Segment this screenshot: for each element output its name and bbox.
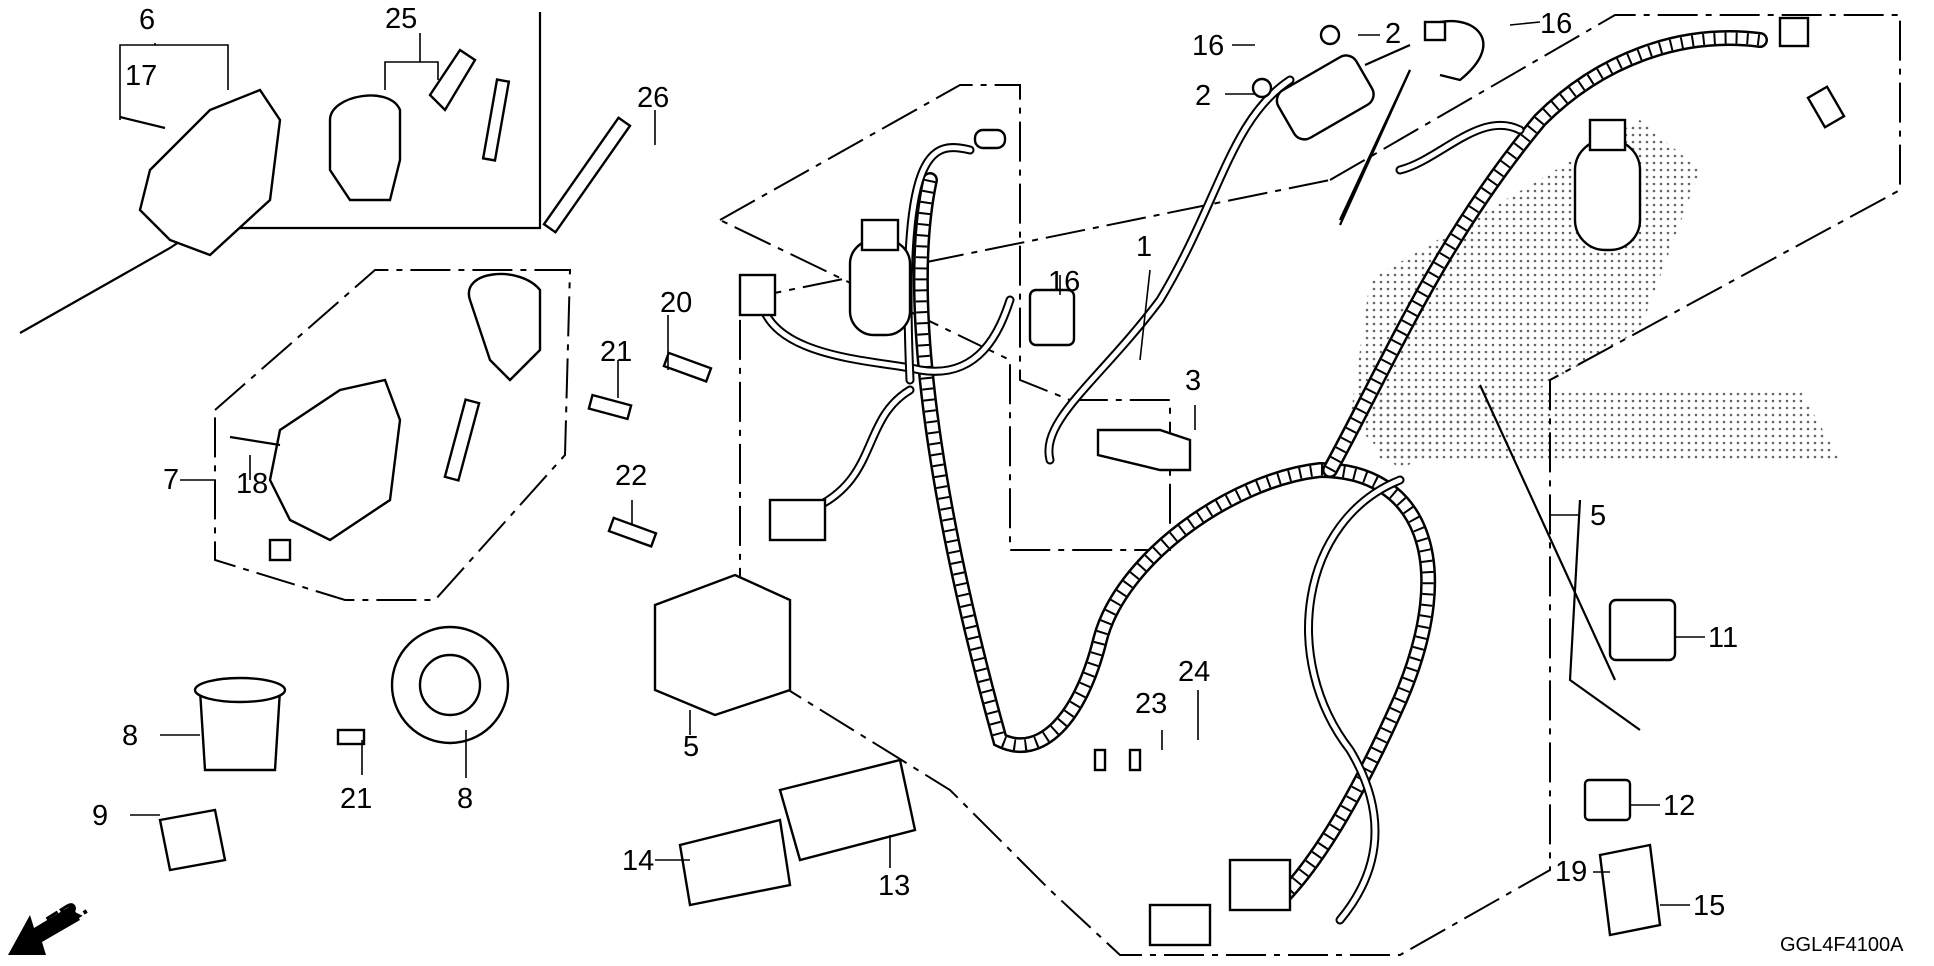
callout-5[interactable]: 5: [1590, 500, 1607, 532]
callout-2-lower[interactable]: 2: [1195, 80, 1212, 112]
callout-25[interactable]: 25: [385, 3, 418, 35]
sub-harness-drawing: [738, 128, 1015, 542]
callout-9[interactable]: 8: [457, 783, 474, 815]
callout-16[interactable]: 15: [1693, 890, 1726, 922]
callout-20[interactable]: 19: [1555, 856, 1588, 888]
callout-11[interactable]: 9: [92, 800, 109, 832]
callout-12[interactable]: 11: [1708, 622, 1739, 654]
ignition-coil-drawing: [1028, 19, 1485, 472]
callout-1[interactable]: 1: [1136, 231, 1153, 263]
callout-26[interactable]: 26: [637, 82, 670, 114]
callout-8[interactable]: 7: [163, 464, 180, 496]
section-border-center: [717, 84, 1171, 551]
callout-17[interactable]: 16: [1192, 30, 1225, 62]
ignition-switch-drawings: [119, 48, 632, 542]
wire-harness-drawing: [912, 16, 1846, 925]
section-border-8: [214, 269, 572, 601]
front-direction-arrow: [8, 905, 80, 955]
callout-23[interactable]: 23: [1135, 688, 1168, 720]
callout-18[interactable]: 16: [1540, 8, 1573, 40]
callout-21-lower[interactable]: 21: [340, 783, 373, 815]
callout-15[interactable]: 14: [622, 845, 655, 877]
callout-10[interactable]: 8: [122, 720, 139, 752]
section-border-harness: [739, 14, 1901, 956]
callout-21-upper[interactable]: 20: [660, 287, 693, 319]
callout-19-upper[interactable]: 17: [125, 60, 158, 92]
callout-19-lower[interactable]: 18: [236, 468, 269, 500]
leader-lines: [119, 21, 1705, 906]
diagram-code: GGL4F4100A: [1780, 934, 1904, 956]
callout-2-upper[interactable]: 2: [1385, 18, 1402, 50]
callout-22-lower[interactable]: 22: [615, 460, 648, 492]
callout-24[interactable]: 24: [1178, 656, 1211, 688]
callout-6[interactable]: 16: [1048, 266, 1081, 298]
misc-parts-drawings: [158, 351, 1677, 947]
callout-7[interactable]: 6: [139, 4, 156, 36]
callout-13[interactable]: 12: [1663, 790, 1696, 822]
callout-22-upper[interactable]: 21: [600, 336, 633, 368]
callout-14[interactable]: 13: [878, 870, 911, 902]
callout-4[interactable]: 5: [683, 731, 700, 763]
callout-3[interactable]: 3: [1185, 365, 1202, 397]
